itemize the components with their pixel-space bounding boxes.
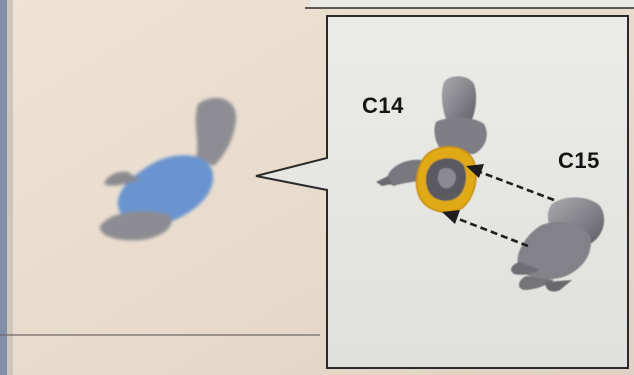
c14-shoulder [442,76,476,124]
part-label-c15: C15 [558,148,600,174]
page-edge-left-shade [7,0,13,375]
page-edge-left [0,0,7,375]
top-strip [310,0,634,8]
part-label-c14: C14 [362,93,404,119]
